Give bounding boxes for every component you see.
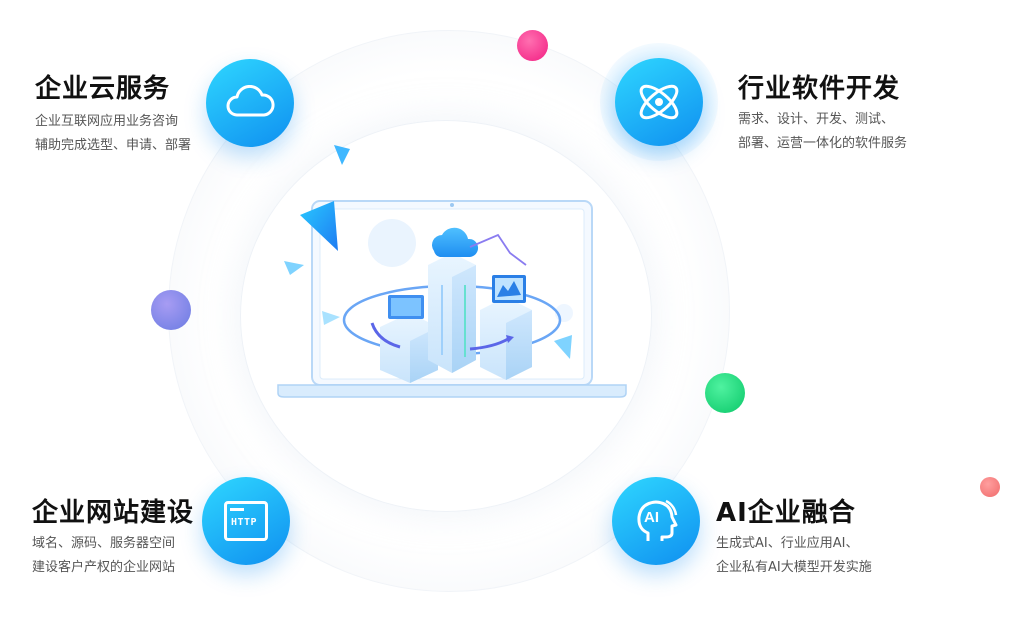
service-desc-line: 企业互联网应用业务咨询 bbox=[35, 114, 179, 129]
service-title-website: 企业网站建设 bbox=[32, 498, 195, 528]
service-title-software: 行业软件开发 bbox=[738, 74, 901, 104]
service-desc-line: 企业私有AI大模型开发实施 bbox=[716, 560, 872, 575]
service-desc-line: 需求、设计、开发、测试、 bbox=[738, 112, 895, 127]
background-ring-inner bbox=[240, 120, 652, 512]
ai-service-badge: AI bbox=[612, 477, 700, 565]
cloud-icon bbox=[226, 85, 275, 117]
cloud-service-badge bbox=[206, 59, 294, 147]
decor-dot-pink bbox=[517, 30, 548, 61]
service-desc-ai: 生成式AI、行业应用AI、 企业私有AI大模型开发实施 bbox=[716, 532, 872, 580]
service-desc-cloud: 企业互联网应用业务咨询 辅助完成选型、申请、部署 bbox=[35, 110, 191, 158]
atom-icon bbox=[639, 84, 679, 120]
decor-dot-green bbox=[705, 373, 745, 413]
http-label: HTTP bbox=[231, 517, 258, 528]
service-desc-software: 需求、设计、开发、测试、 部署、运营一体化的软件服务 bbox=[738, 108, 907, 156]
decor-dot-salmon bbox=[980, 477, 1000, 497]
ai-head-icon: AI bbox=[630, 495, 682, 547]
service-desc-website: 域名、源码、服务器空间 建设客户产权的企业网站 bbox=[32, 532, 175, 580]
service-desc-line: 生成式AI、行业应用AI、 bbox=[716, 536, 859, 551]
service-title-ai: AI企业融合 bbox=[716, 498, 856, 528]
decor-dot-purple bbox=[151, 290, 191, 330]
website-service-badge: HTTP bbox=[202, 477, 290, 565]
laptop-illustration bbox=[277, 145, 627, 398]
service-title-cloud: 企业云服务 bbox=[35, 74, 171, 104]
service-desc-line: 部署、运营一体化的软件服务 bbox=[738, 136, 908, 151]
software-service-badge bbox=[615, 58, 703, 146]
service-desc-line: 域名、源码、服务器空间 bbox=[32, 536, 176, 551]
service-desc-line: 建设客户产权的企业网站 bbox=[32, 560, 176, 575]
http-browser-icon: HTTP bbox=[224, 501, 268, 541]
ai-label: AI bbox=[644, 509, 659, 526]
service-desc-line: 辅助完成选型、申请、部署 bbox=[35, 138, 192, 153]
